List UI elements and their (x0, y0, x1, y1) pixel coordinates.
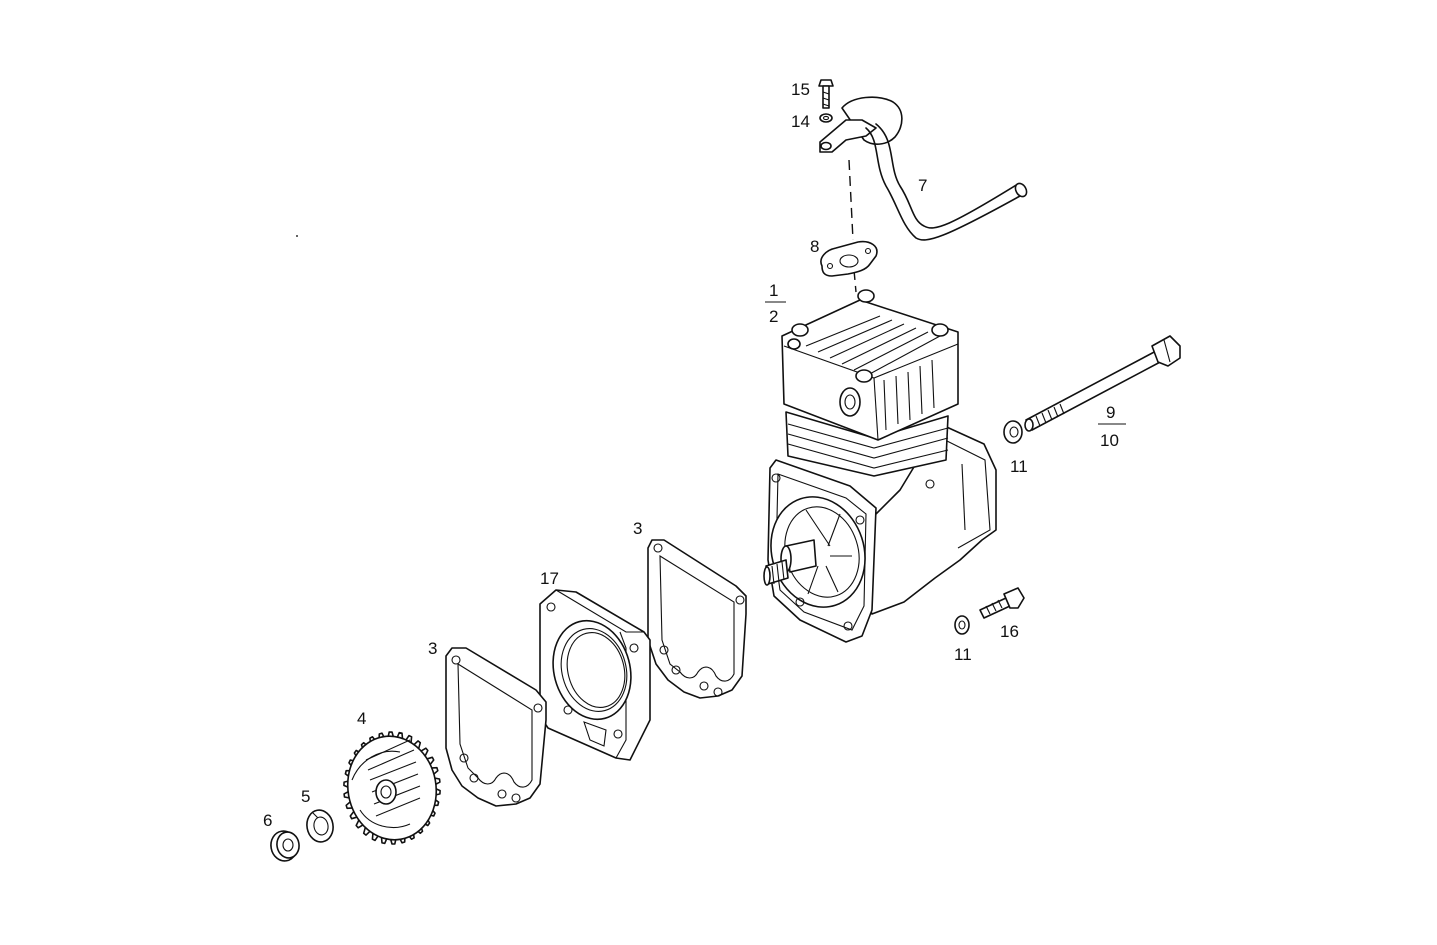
part-8-flange-gasket[interactable] (820, 240, 878, 277)
callout-2: 2 (769, 307, 778, 326)
callout-17: 17 (540, 569, 559, 588)
part-3-gasket-right[interactable] (647, 539, 747, 699)
callout-3-left: 3 (428, 639, 437, 658)
callout-4: 4 (357, 709, 366, 728)
callout-5: 5 (301, 787, 310, 806)
callout-11-upper: 11 (1010, 457, 1028, 476)
callout-6: 6 (263, 811, 272, 830)
callout-14: 14 (791, 112, 810, 131)
part-14-washer[interactable] (819, 113, 833, 123)
part-3-gasket-left[interactable] (445, 647, 547, 807)
part-15-bolt[interactable] (818, 79, 834, 109)
part-1-2-compressor[interactable] (757, 289, 997, 643)
part-5-washer[interactable] (304, 808, 335, 844)
part-6-nut[interactable] (269, 829, 301, 863)
part-16-bolt[interactable] (979, 587, 1025, 619)
part-7-pipe[interactable] (819, 96, 1029, 241)
callout-1: 1 (769, 281, 778, 300)
assembly-line (848, 159, 854, 241)
callout-16: 16 (1000, 622, 1019, 641)
part-9-10-long-bolt[interactable] (1024, 335, 1181, 432)
part-11-washer-upper[interactable] (1003, 420, 1023, 444)
part-17-housing-plate[interactable] (539, 589, 651, 761)
callout-9: 9 (1106, 403, 1115, 422)
assembly-line-2 (853, 269, 857, 293)
callout-15: 15 (791, 80, 810, 99)
callout-8: 8 (810, 237, 819, 256)
callout-10: 10 (1100, 431, 1119, 450)
callout-3-right: 3 (633, 519, 642, 538)
part-11-nut-lower[interactable] (954, 615, 970, 635)
callouts: 15 14 7 8 1 2 9 10 11 3 17 3 11 16 4 5 6 (263, 80, 1126, 830)
callout-11-lower: 11 (954, 645, 972, 664)
stray-dot (296, 235, 298, 237)
callout-7: 7 (918, 176, 927, 195)
part-4-gear[interactable] (340, 729, 445, 847)
